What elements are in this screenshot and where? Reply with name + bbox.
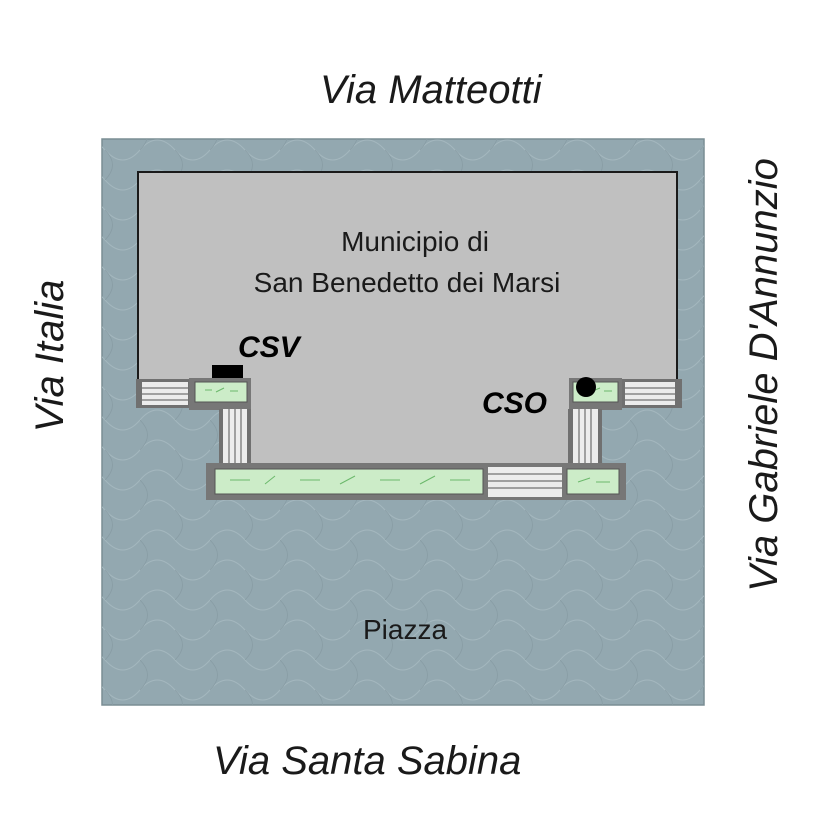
- planter-south: [206, 463, 626, 500]
- cso-label: CSO: [482, 387, 547, 420]
- planter-west: [189, 378, 251, 410]
- street-label-north: Via Matteotti: [320, 68, 542, 112]
- csv-marker: [212, 365, 243, 378]
- ramp-east: [568, 409, 602, 465]
- cso-marker: [576, 377, 596, 397]
- building-label-line2: San Benedetto dei Marsi: [254, 267, 561, 298]
- steps-west: [136, 379, 190, 408]
- street-label-south: Via Santa Sabina: [213, 739, 522, 783]
- csv-label: CSV: [238, 331, 303, 364]
- ramp-west: [219, 409, 251, 465]
- steps-east: [620, 379, 682, 408]
- building-label-line1: Municipio di: [341, 226, 489, 257]
- square-label: Piazza: [363, 614, 447, 645]
